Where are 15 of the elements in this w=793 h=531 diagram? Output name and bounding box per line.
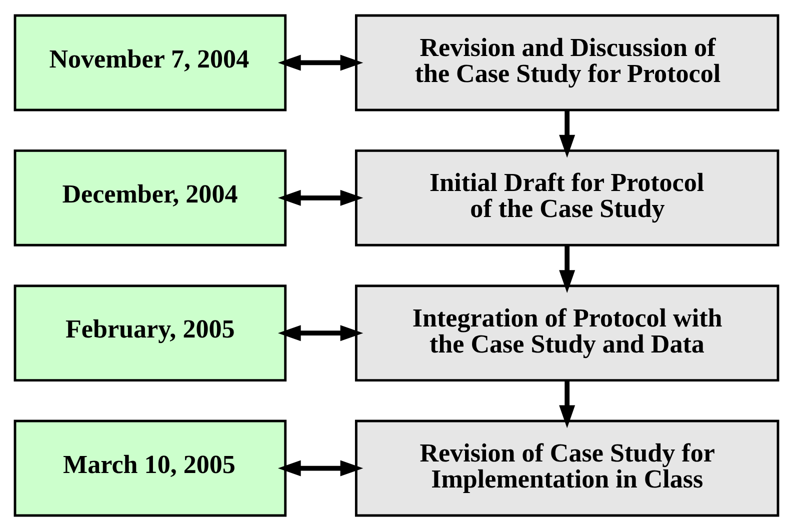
- node-box: November 7, 2004: [14, 14, 287, 112]
- arrow: [278, 190, 364, 206]
- arrow: [559, 110, 576, 158]
- arrow: [278, 460, 364, 476]
- node-box: Integration of Protocol with the Case Study and Data: [354, 284, 780, 382]
- arrow: [559, 246, 576, 293]
- node-box: Revision and Discussion of the Case Study for Protocol: [354, 14, 780, 112]
- node-box: December, 2004: [14, 149, 287, 246]
- arrow: [559, 380, 576, 428]
- node-box: March 10, 2005: [14, 420, 287, 517]
- node-box: February, 2005: [14, 284, 287, 382]
- node-box: Revision of Case Study for Implementation in Class: [354, 420, 780, 517]
- arrow: [278, 54, 364, 71]
- arrow: [278, 325, 364, 342]
- node-box: Initial Draft for Protocol of the Case Study: [354, 149, 780, 246]
